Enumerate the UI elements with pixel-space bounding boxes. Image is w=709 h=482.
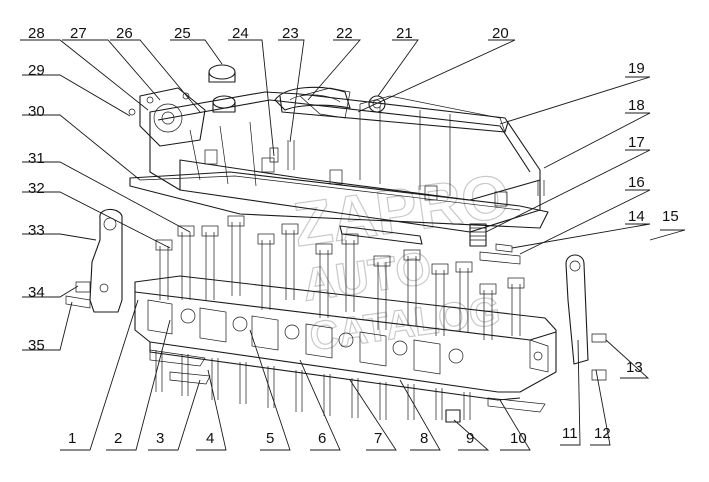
callout-15: 15 bbox=[662, 208, 679, 225]
callout-27: 27 bbox=[70, 25, 87, 42]
callout-13: 13 bbox=[626, 359, 643, 376]
callout-3: 3 bbox=[156, 430, 164, 447]
callout-25: 25 bbox=[174, 25, 191, 42]
callout-32: 32 bbox=[28, 180, 45, 197]
callout-1: 1 bbox=[68, 430, 76, 447]
callout-8: 8 bbox=[420, 430, 428, 447]
callout-17: 17 bbox=[628, 134, 645, 151]
callout-33: 33 bbox=[28, 222, 45, 239]
callout-23: 23 bbox=[282, 25, 299, 42]
callout-18: 18 bbox=[628, 97, 645, 114]
callout-2: 2 bbox=[114, 430, 122, 447]
callout-12: 12 bbox=[594, 425, 611, 442]
callout-10: 10 bbox=[510, 430, 527, 447]
callout-14: 14 bbox=[628, 208, 645, 225]
leader-lines bbox=[20, 39, 686, 451]
callout-4: 4 bbox=[206, 430, 214, 447]
callout-6: 6 bbox=[318, 430, 326, 447]
callout-30: 30 bbox=[28, 103, 45, 120]
callout-34: 34 bbox=[28, 284, 45, 301]
callout-labels: 28 27 26 25 24 23 22 21 20 19 18 17 16 1… bbox=[28, 25, 679, 447]
callout-21: 21 bbox=[396, 25, 413, 42]
callout-9: 9 bbox=[466, 430, 474, 447]
callout-20: 20 bbox=[492, 25, 509, 42]
callout-5: 5 bbox=[266, 430, 274, 447]
callout-28: 28 bbox=[28, 25, 45, 42]
callout-22: 22 bbox=[336, 25, 353, 42]
valve-cover bbox=[128, 64, 545, 247]
callout-26: 26 bbox=[116, 25, 133, 42]
lifting-bracket-left bbox=[65, 208, 123, 313]
callout-16: 16 bbox=[628, 174, 645, 191]
callout-31: 31 bbox=[28, 150, 45, 167]
callout-19: 19 bbox=[628, 60, 645, 77]
callout-24: 24 bbox=[232, 25, 249, 42]
lifting-bracket-right bbox=[565, 254, 607, 381]
callout-11: 11 bbox=[562, 425, 578, 442]
callout-29: 29 bbox=[28, 62, 45, 79]
head-bolts bbox=[155, 215, 525, 340]
callout-7: 7 bbox=[374, 430, 382, 447]
callout-35: 35 bbox=[28, 337, 45, 354]
cylinder-head bbox=[134, 275, 557, 423]
valve-cover-gasket bbox=[129, 171, 549, 229]
thermostat-plate bbox=[339, 225, 521, 265]
